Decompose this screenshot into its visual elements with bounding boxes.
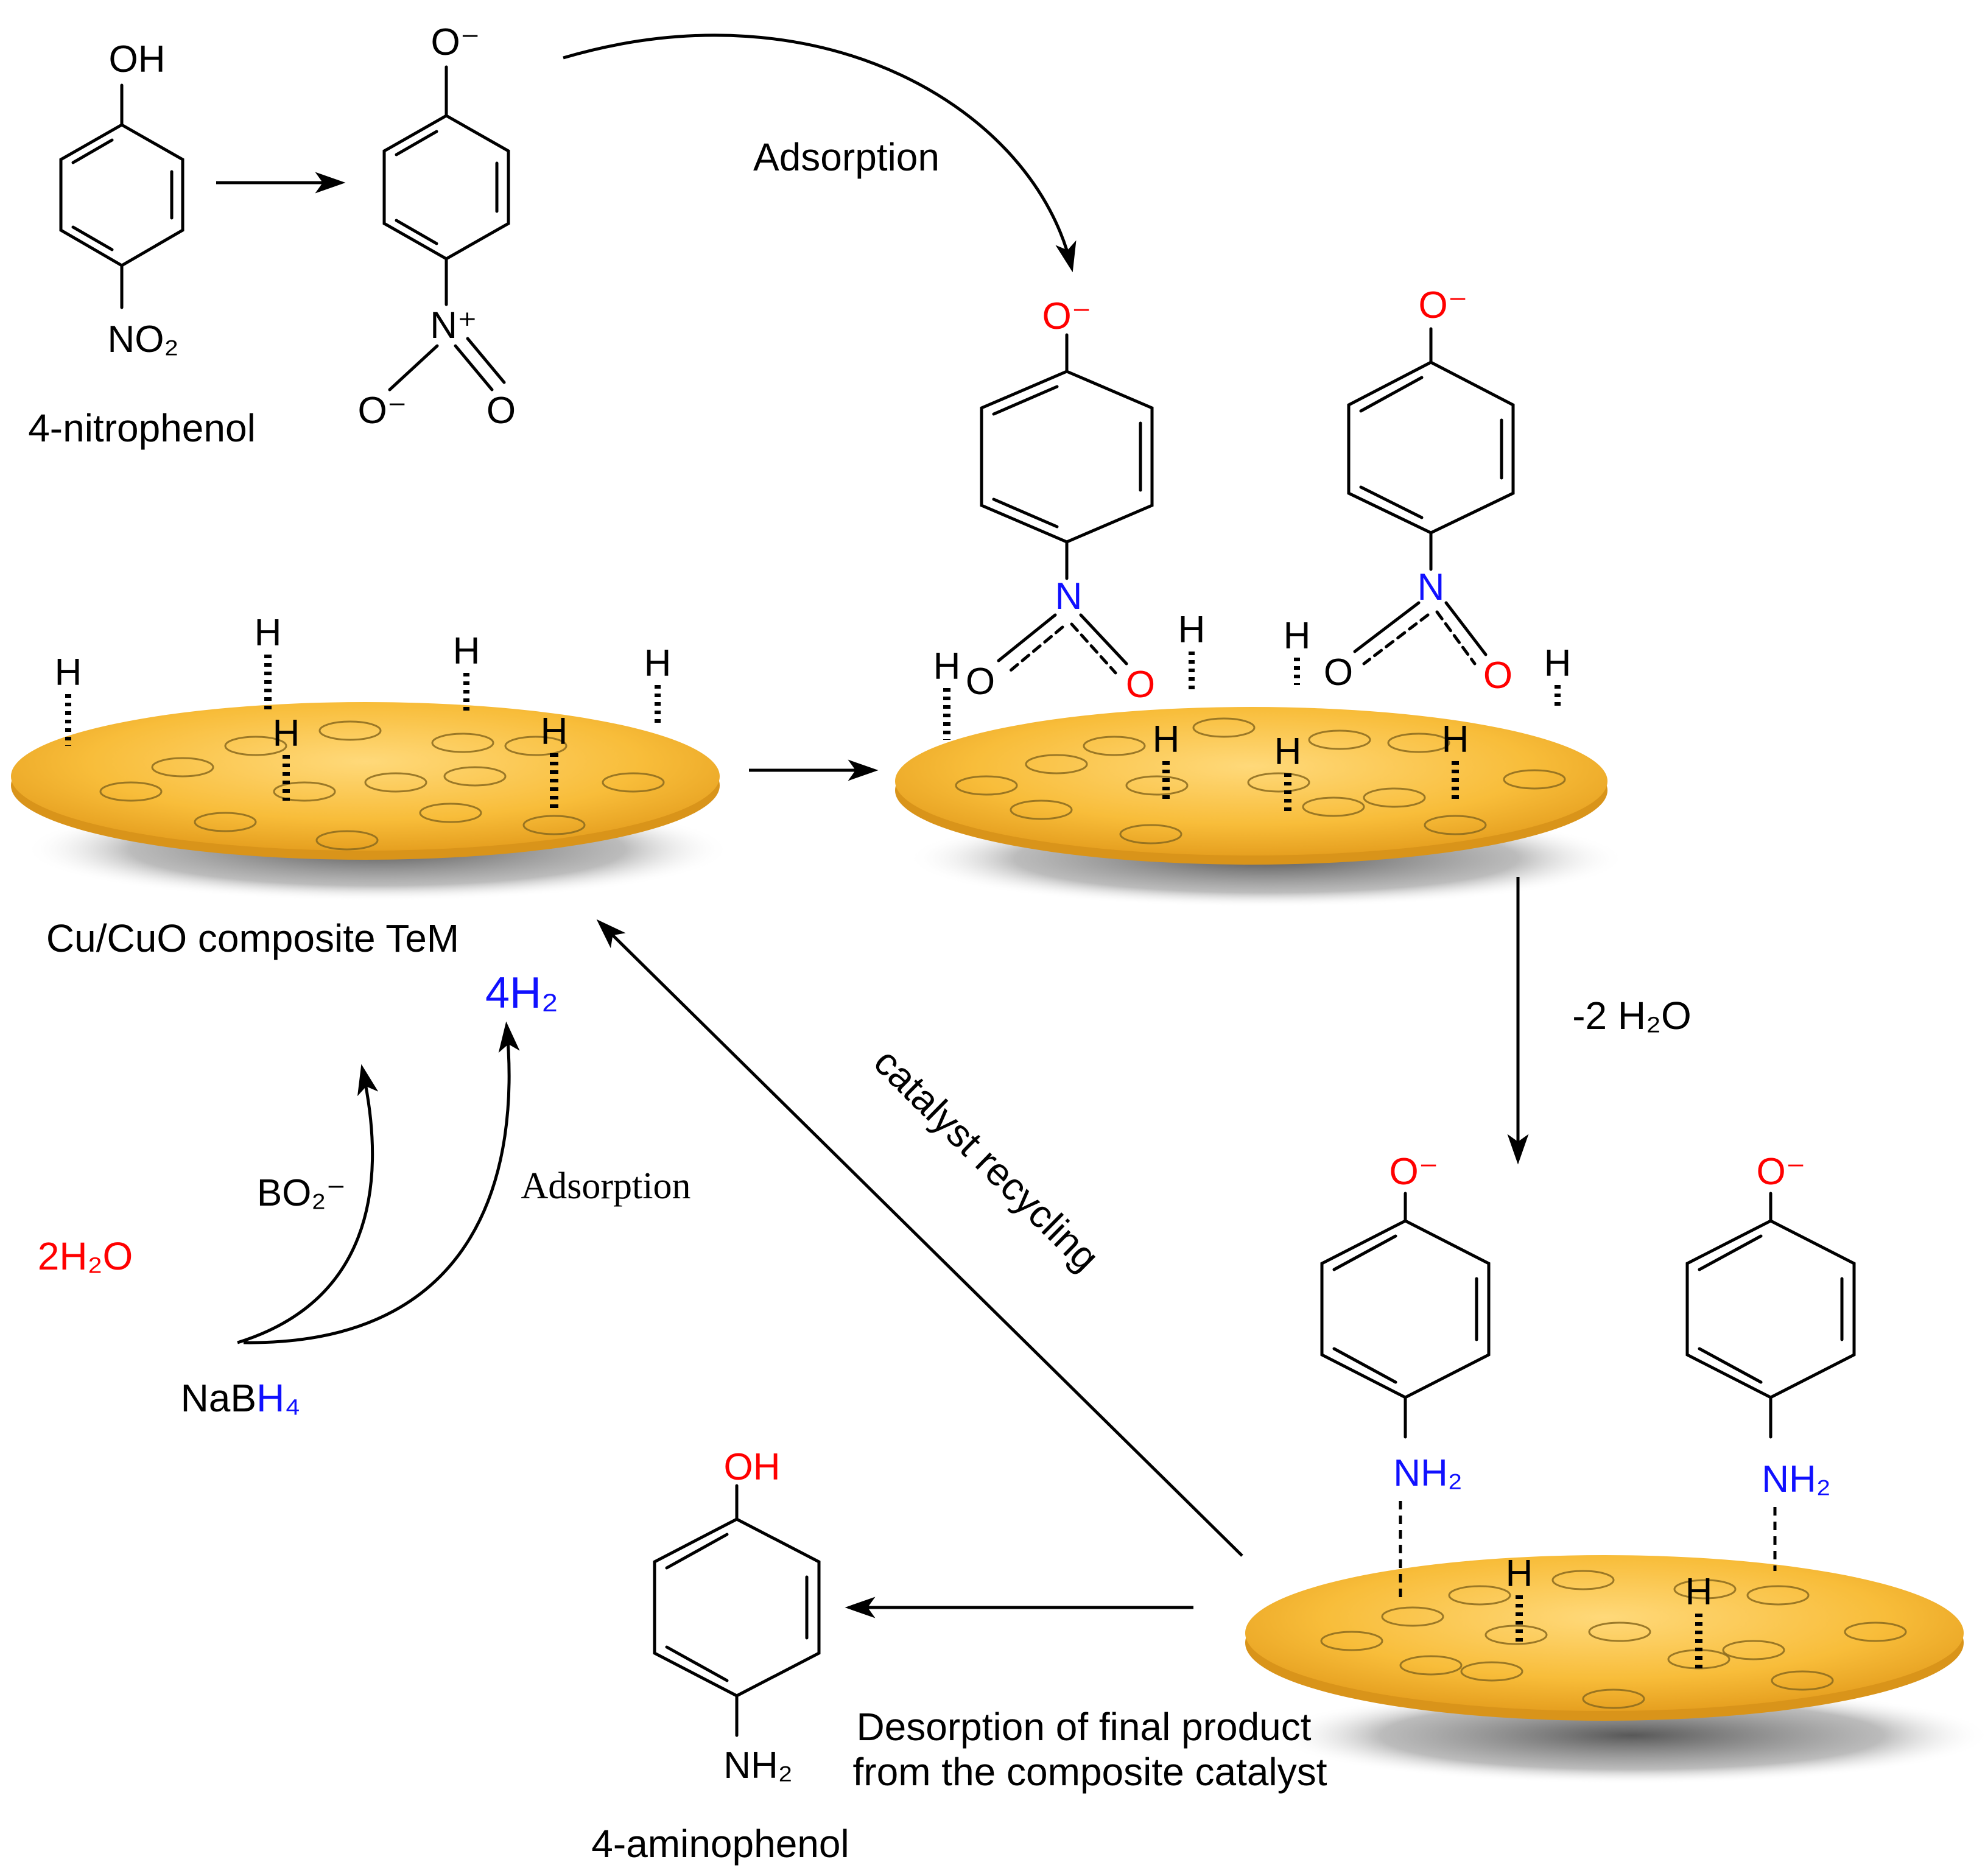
desorption-label-line2: from the composite catalyst [853, 1750, 1327, 1794]
borate-label: BO₂⁻ [257, 1172, 346, 1214]
adsorption-label-top: Adsorption [753, 135, 940, 179]
nitrophenol-name: 4-nitrophenol [28, 406, 256, 450]
svg-text:H: H [541, 711, 568, 753]
adsorbed-nitrophenolate-right: O⁻ N O O [1324, 284, 1515, 697]
svg-text:H: H [1506, 1553, 1533, 1595]
amino-label: NH₂ [723, 1744, 793, 1786]
svg-text:H: H [1544, 642, 1572, 684]
desorption-label-line1: Desorption of final product [856, 1705, 1311, 1749]
svg-text:H: H [273, 712, 300, 754]
nitro-nitrogen: N⁺ [430, 304, 477, 346]
adsorbed-hydrogen-atoms: H H H H H H [55, 612, 672, 810]
svg-text:H: H [1274, 731, 1302, 773]
svg-text:H: H [1153, 718, 1180, 761]
svg-text:H: H [1442, 718, 1469, 761]
svg-text:H: H [453, 630, 480, 672]
catalyst-name-label: Cu/CuO composite TeM [46, 916, 459, 960]
svg-text:H: H [933, 645, 961, 687]
svg-text:O: O [1126, 664, 1155, 706]
catalyst-pores [1320, 1570, 1907, 1709]
svg-text:N: N [1418, 566, 1445, 608]
svg-text:O⁻: O⁻ [1042, 295, 1092, 337]
svg-text:H: H [1284, 615, 1311, 657]
water-elimination-label: -2 H₂O [1572, 994, 1692, 1038]
catalyst-disc-3: O⁻ NH₂ O⁻ NH₂ H H [1245, 1151, 1985, 1784]
water-label: 2H₂O [38, 1234, 133, 1278]
svg-text:O: O [1483, 655, 1512, 697]
svg-text:H: H [55, 652, 82, 694]
benzene-ring [59, 123, 184, 267]
svg-text:O⁻: O⁻ [1419, 284, 1468, 326]
nitro-label: NO₂ [107, 318, 178, 360]
molecule-4-aminophenol: OH NH₂ 4-aminophenol [591, 1446, 849, 1866]
svg-text:H: H [1178, 609, 1206, 651]
svg-text:H: H [255, 612, 282, 654]
phenolate-oxygen: O⁻ [431, 21, 480, 63]
hydroxyl-label: OH [109, 38, 166, 80]
adsorbed-nitrophenolate-left: O⁻ N O O [966, 295, 1155, 706]
svg-text:O: O [966, 661, 995, 703]
aminophenol-name: 4-aminophenol [591, 1822, 849, 1866]
hydroxyl-label: OH [724, 1446, 781, 1488]
hydrogen-gas-label: 4H₂ [485, 969, 558, 1017]
svg-text:O⁻: O⁻ [1390, 1151, 1439, 1193]
svg-text:N: N [1055, 575, 1083, 617]
svg-text:O⁻: O⁻ [1757, 1151, 1806, 1193]
svg-text:NH₂: NH₂ [1393, 1452, 1463, 1494]
adsorbed-aminophenolate-left: O⁻ NH₂ [1320, 1151, 1491, 1598]
adsorption-label-left: Adsorption [521, 1165, 691, 1207]
catalyst-recycling-label: catalyst recycling [866, 1040, 1108, 1279]
catalyst-pores [955, 717, 1566, 845]
borate-release-arrow [237, 1064, 379, 1344]
molecule-4-nitrophenol: OH NO₂ 4-nitrophenol [28, 38, 256, 450]
nitro-oxygen-left: O⁻ [358, 390, 407, 432]
nitro-oxygen-right: O [487, 390, 516, 432]
adsorbed-aminophenolate-right: O⁻ NH₂ [1685, 1151, 1856, 1571]
catalyst-recycling-arrow [596, 919, 1243, 1557]
adsorbed-hydrogen-atoms: H H [1506, 1553, 1713, 1668]
catalyst-disc-1: H H H H H H Cu/CuO composite TeM [11, 612, 731, 960]
adsorption-curve-arrow [563, 33, 1077, 273]
hydrogen-adsorption-arrow [243, 1021, 520, 1344]
svg-text:H: H [1685, 1571, 1713, 1613]
adsorbed-hydrogen-atoms: H H H H H H H [933, 609, 1572, 816]
molecule-4-nitrophenolate: O⁻ N⁺ O⁻ O [358, 21, 516, 432]
svg-text:O: O [1324, 652, 1353, 694]
catalyst-disc-2: O⁻ N O O O⁻ N O O H H H [895, 284, 1626, 907]
svg-text:H: H [644, 642, 672, 684]
svg-text:NH₂: NH₂ [1762, 1458, 1831, 1500]
sodium-borohydride-label: NaBH₄ [181, 1376, 301, 1420]
catalyst-pores [99, 720, 665, 851]
